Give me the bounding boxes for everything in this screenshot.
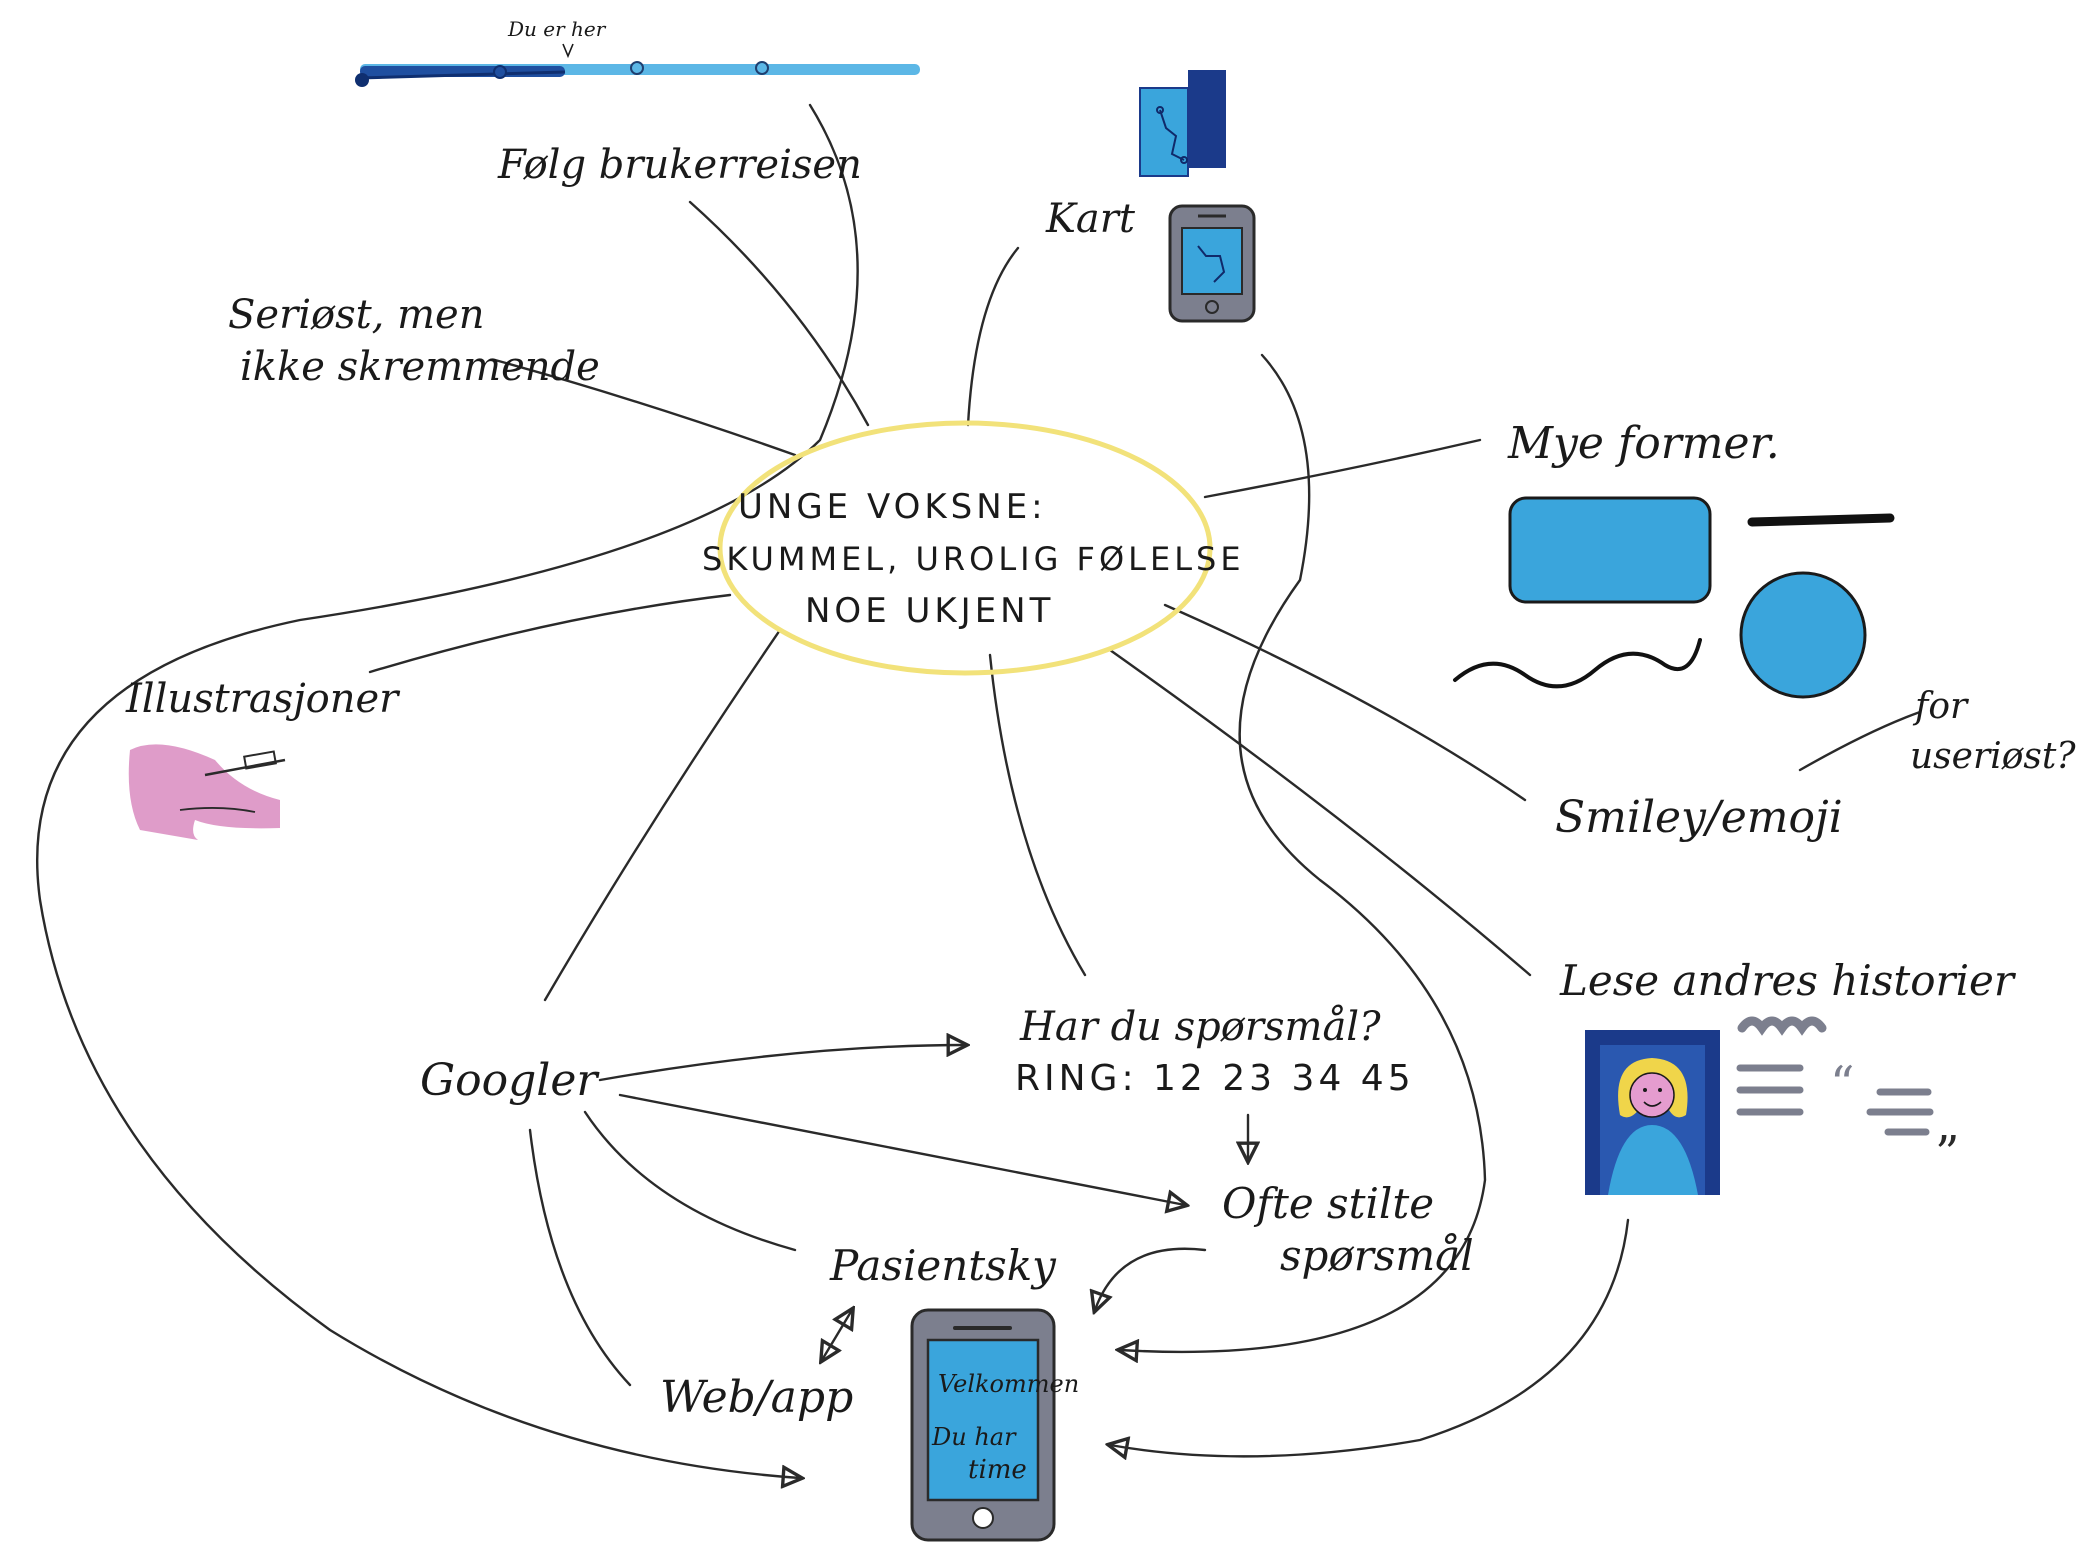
phone-appointment-line1: Du har xyxy=(931,1423,1017,1451)
journey-step-1 xyxy=(355,73,369,87)
journey-ink-line xyxy=(359,70,566,80)
central-theme-node: UNGE VOKSNE: SKUMMEL, UROLIG FØLELSE NOE… xyxy=(702,420,1245,676)
follow-journey-label: Følg brukerreisen xyxy=(497,142,862,188)
line-journey-to-webapp xyxy=(35,103,859,1478)
you-are-here-label: Du er her xyxy=(507,17,607,41)
line-google-cloud xyxy=(583,1110,797,1252)
arrow-google-questions xyxy=(598,1045,965,1082)
line-questions xyxy=(988,653,1087,977)
line-map xyxy=(966,246,1020,427)
circle-shape xyxy=(1739,571,1867,699)
central-theme-line2: SKUMMEL, UROLIG FØLELSE xyxy=(702,540,1245,578)
patient-cloud-label: Pasientsky xyxy=(829,1241,1057,1290)
central-theme-ellipse xyxy=(717,420,1213,676)
faq-label-line1: Ofte stilte xyxy=(1222,1179,1434,1228)
phone-welcome-text: Velkommen xyxy=(938,1370,1079,1398)
unserious-label-line1: for xyxy=(1912,686,1969,727)
person-portrait-icon xyxy=(1585,1030,1720,1195)
line-illustrations xyxy=(368,593,732,674)
connector-lines xyxy=(35,103,1922,1478)
web-app-label: Web/app xyxy=(660,1372,853,1423)
arrow-google-faq xyxy=(618,1093,1185,1205)
smiley-label: Smiley/emoji xyxy=(1555,792,1843,843)
quote-text-icon: “ ” xyxy=(1736,1016,1960,1182)
smartphone-icon: Velkommen Du har time xyxy=(910,1308,1079,1542)
central-theme-line1: UNGE VOKSNE: xyxy=(738,487,1047,527)
phone-appointment-line2: time xyxy=(968,1455,1027,1485)
injection-arm-icon xyxy=(128,744,286,840)
journey-step-2 xyxy=(493,65,507,79)
map-phone-icon xyxy=(1168,204,1256,323)
unserious-label-line2: useriøst? xyxy=(1910,736,2076,777)
journey-step-3 xyxy=(630,61,644,75)
svg-text:“: “ xyxy=(1830,1056,1855,1112)
svg-text:”: ” xyxy=(1935,1126,1960,1182)
line-google-webapp xyxy=(528,1128,632,1387)
line-map-to-phone xyxy=(1120,353,1487,1352)
google-label: Googler xyxy=(420,1055,600,1106)
central-theme-line3: NOE UKJENT xyxy=(805,591,1054,631)
wavy-line-shape xyxy=(1453,638,1702,689)
journey-step-4 xyxy=(755,61,769,75)
shapes-label: Mye former. xyxy=(1507,418,1780,469)
serious-label-line2: ikke skremmende xyxy=(240,344,600,390)
folded-map-icon xyxy=(1139,70,1226,177)
line-stories-to-phone xyxy=(1110,1218,1630,1456)
line-follow-journey xyxy=(688,200,870,427)
arrow-cloud-webapp xyxy=(822,1310,852,1360)
serious-label-line1: Seriøst, men xyxy=(228,292,484,338)
line-google xyxy=(543,628,782,1002)
line-stories xyxy=(1108,648,1532,977)
line-serious xyxy=(493,358,797,457)
questions-label-line1: Har du spørsmål? xyxy=(1019,1004,1381,1050)
rounded-rectangle-shape xyxy=(1508,496,1712,604)
faq-label-line2: spørsmål xyxy=(1280,1231,1474,1280)
arrow-faq-phone xyxy=(1095,1247,1207,1310)
line-unserious xyxy=(1798,710,1922,772)
questions-label-line2: RING: 12 23 34 45 xyxy=(1015,1058,1415,1099)
map-label: Kart xyxy=(1045,196,1136,242)
stories-label: Lese andres historier xyxy=(1559,956,2017,1005)
here-pointer-icon xyxy=(562,43,574,59)
thick-line-shape xyxy=(1747,513,1895,527)
illustrations-label: Illustrasjoner xyxy=(125,676,401,722)
line-shapes xyxy=(1203,438,1482,499)
journey-progress-bar: Du er her xyxy=(355,17,920,87)
line-smiley xyxy=(1163,603,1527,802)
shape-examples xyxy=(1453,496,1895,699)
